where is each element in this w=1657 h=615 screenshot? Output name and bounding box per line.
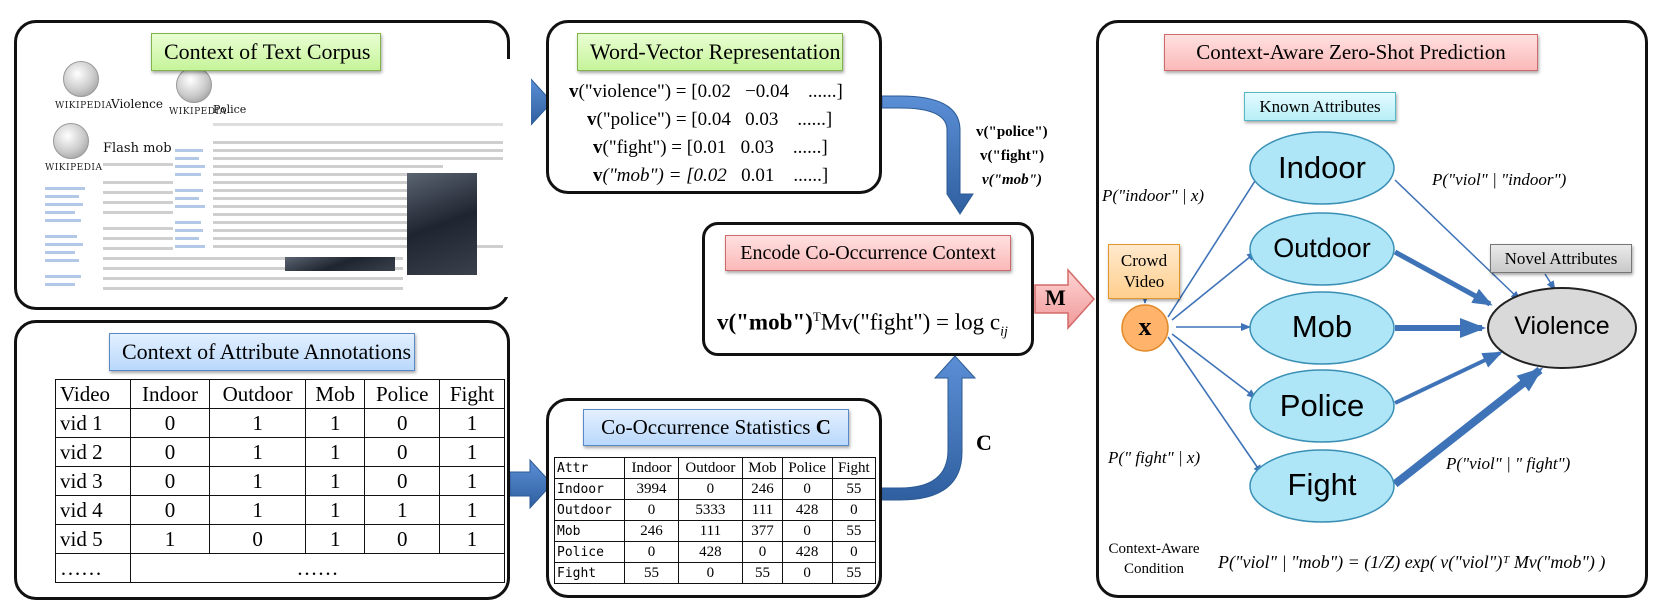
- arrow-label-c: C: [976, 430, 992, 455]
- vector-fight: v("fight") = [0.01 0.03 ......]: [593, 137, 828, 158]
- wikipedia-logo-text: WIKIPEDIA: [55, 101, 113, 111]
- wikipedia-logo-text-2: WIKIPEDIA: [169, 107, 227, 117]
- word-vector-title: Word-Vector Representation: [577, 33, 843, 71]
- prob-fight-given-x: P(" fight" | x): [1108, 448, 1201, 467]
- target-violence: Violence: [1514, 312, 1610, 340]
- vector-side-label-fight: v("fight"): [980, 148, 1045, 164]
- zero-shot-panel: [1096, 20, 1648, 598]
- vector-side-label-police: v("police"): [976, 124, 1048, 140]
- attribute-to-target-edges: [1392, 179, 1556, 488]
- encode-title: Encode Co-Occurrence Context: [725, 235, 1011, 271]
- attr-annotations-table: Video Indoor Outdoor Mob Police Fight vi…: [55, 379, 505, 583]
- zero-shot-title: Context-Aware Zero-Shot Prediction: [1164, 34, 1538, 71]
- vector-mob: v("mob") = [0.02 0.01 ......]: [593, 165, 829, 186]
- article-title-flash-mob: Flash mob: [103, 141, 172, 156]
- encode-panel: Encode Co-Occurrence Context v("mob")TMv…: [702, 222, 1034, 356]
- wikipedia-screenshots: WIKIPEDIA WIKIPEDIA WIKIPEDIA Violence F…: [41, 59, 531, 297]
- prob-viol-given-indoor: P("viol" | "indoor"): [1432, 170, 1567, 189]
- vector-police: v("police") = [0.04 0.03 ......]: [587, 109, 833, 130]
- wikipedia-globe-icon-3: [53, 123, 89, 159]
- arrow-cooccurrence-to-encode: [881, 355, 977, 501]
- attr-annotations-panel: Context of Attribute Annotations Video I…: [14, 320, 510, 600]
- text-corpus-panel: WIKIPEDIA WIKIPEDIA WIKIPEDIA Violence F…: [14, 20, 531, 310]
- attribute-nodes: [1249, 131, 1395, 523]
- vector-violence: v("violence") = [0.02 −0.04 ......]: [569, 81, 843, 102]
- wikipedia-logo-text-3: WIKIPEDIA: [45, 163, 103, 173]
- police-officer-photo: [407, 173, 477, 275]
- article-title-violence: Violence: [111, 97, 164, 111]
- target-node: [1487, 287, 1637, 369]
- context-aware-equation: P("viol" | "mob") = (1/Z) exp( v("viol")…: [1218, 552, 1606, 572]
- word-vector-panel: Word-Vector Representation v("violence")…: [546, 20, 882, 194]
- vector-side-label-mob: v("mob"): [982, 172, 1042, 188]
- arrow-label-m: M: [1045, 285, 1066, 310]
- wikipedia-globe-icon-2: [176, 67, 212, 103]
- cooccurrence-title: Co-Occurrence Statistics C: [583, 409, 849, 446]
- article-title-police: Police: [213, 103, 247, 116]
- novel-attributes-label: Novel Attributes: [1490, 244, 1632, 273]
- arrow-annotations-to-cooccurrence: [509, 458, 553, 510]
- arrow-vector-to-encode: [881, 95, 974, 215]
- table-ellipsis-row: …… ……: [55, 553, 505, 583]
- encode-equation: v("mob")TMv("fight") = log cij: [717, 309, 1008, 340]
- attribute-fight: Fight: [1287, 467, 1357, 502]
- known-attributes-label: Known Attributes: [1244, 92, 1396, 121]
- prob-indoor-given-x: P("indoor" | x): [1102, 186, 1205, 205]
- x-node: [1121, 304, 1169, 352]
- prob-viol-given-fight: P("viol" | " fight"): [1446, 454, 1571, 473]
- arrow-encode-to-prediction: [1034, 268, 1096, 330]
- attribute-outdoor: Outdoor: [1273, 233, 1371, 263]
- x-to-attribute-edges: [1141, 169, 1263, 475]
- attr-annotations-title: Context of Attribute Annotations: [109, 333, 415, 371]
- attribute-mob: Mob: [1291, 309, 1353, 344]
- attribute-police: Police: [1279, 388, 1365, 423]
- table-header-row: Video Indoor Outdoor Mob Police Fight: [55, 379, 505, 409]
- attribute-indoor: Indoor: [1278, 150, 1366, 185]
- text-corpus-title: Context of Text Corpus: [151, 33, 381, 71]
- x-node-label: x: [1138, 312, 1152, 341]
- wikipedia-globe-icon: [63, 61, 99, 97]
- flash-mob-photo: [285, 257, 395, 271]
